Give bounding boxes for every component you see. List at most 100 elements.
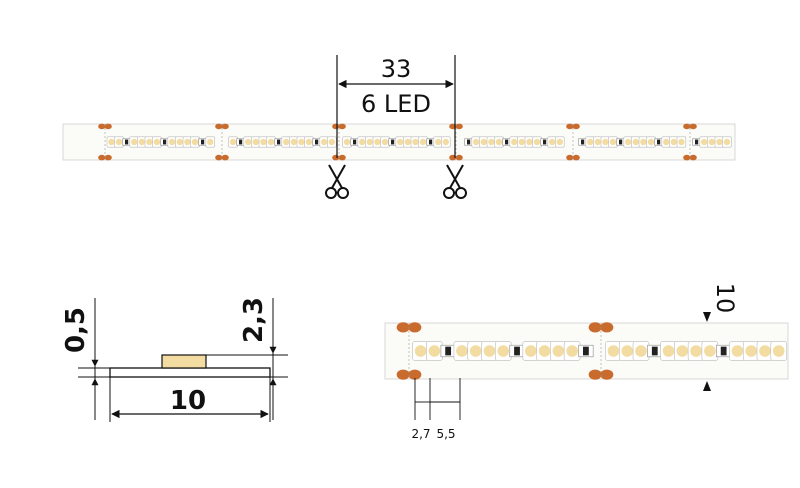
led-core	[518, 138, 525, 146]
resistor-body	[277, 139, 281, 145]
solder-pad	[600, 322, 614, 333]
led-core	[290, 138, 297, 146]
solder-pad	[572, 123, 580, 130]
led-core	[676, 345, 689, 357]
led-core	[298, 138, 305, 146]
led-core	[663, 138, 670, 146]
led-core	[414, 345, 427, 357]
led-core	[609, 138, 617, 146]
solder-pad	[683, 123, 691, 130]
solder-pad	[588, 369, 602, 380]
led-core	[538, 345, 551, 357]
solder-pad	[104, 154, 112, 161]
solder-pad	[683, 154, 691, 161]
led-core	[245, 138, 252, 146]
top-strip-led-pattern	[98, 123, 732, 161]
led-core	[381, 138, 389, 146]
led-core	[607, 345, 620, 357]
led-core	[374, 138, 381, 146]
solder-pad	[689, 154, 697, 161]
led-core	[678, 138, 685, 146]
led-core	[525, 345, 537, 357]
led-core	[153, 138, 161, 146]
detail-strip-view: 10 2,7 5,5	[384, 283, 789, 441]
resistor-body	[514, 346, 520, 356]
led-core	[108, 138, 115, 146]
solder-pad	[338, 154, 346, 161]
resistor-body	[695, 139, 699, 145]
led-core	[708, 138, 715, 146]
led-core	[428, 345, 441, 357]
solder-pad	[455, 123, 463, 130]
led-core	[473, 138, 480, 146]
led-core	[495, 138, 503, 146]
solder-pad	[455, 154, 463, 161]
led-core	[229, 138, 237, 146]
resistor-body	[657, 139, 661, 145]
solder-pad	[332, 154, 340, 161]
led-core	[526, 138, 533, 146]
led-core	[267, 138, 275, 146]
led-core	[690, 345, 702, 357]
led-core	[419, 138, 427, 146]
led-core	[397, 138, 404, 146]
led-core	[497, 345, 510, 357]
resistor-body	[619, 139, 623, 145]
led-count-label: 6 LED	[361, 90, 431, 118]
resistor-body	[445, 346, 452, 356]
led-core	[283, 138, 290, 146]
resistor-body	[391, 139, 395, 145]
solder-pad	[104, 123, 112, 130]
solder-pad	[215, 123, 223, 130]
resistor-body	[581, 139, 585, 145]
detail-strip-led-pattern	[396, 322, 788, 380]
led-core	[480, 138, 487, 146]
profile-view: 0,5 2,3 10	[61, 297, 288, 422]
solder-pad	[221, 154, 229, 161]
solder-pad	[338, 123, 346, 130]
led-core	[305, 138, 313, 146]
solder-pad	[98, 123, 106, 130]
led-core	[670, 138, 677, 146]
led-core	[442, 138, 449, 146]
led-core	[587, 138, 594, 146]
led-core	[632, 138, 639, 146]
resistor-body	[163, 139, 167, 145]
led-core	[469, 345, 482, 357]
resistor-body	[315, 139, 319, 145]
resistor-body	[467, 139, 471, 145]
resistor-body	[429, 139, 433, 145]
led-core	[772, 345, 785, 357]
led-core	[759, 345, 771, 357]
led-core	[359, 138, 366, 146]
detail-width-label: 10	[711, 283, 739, 314]
solder-pad	[215, 154, 223, 161]
resistor-body	[651, 346, 658, 356]
led-core	[625, 138, 632, 146]
resistor-body	[353, 139, 357, 145]
led-core	[115, 138, 123, 146]
led-core	[321, 138, 328, 146]
solder-pad	[600, 369, 614, 380]
led-core	[207, 138, 214, 146]
solder-pad	[221, 123, 229, 130]
led-core	[566, 345, 578, 357]
solder-pad	[566, 154, 574, 161]
led-core	[404, 138, 411, 146]
solder-pad	[588, 322, 602, 333]
profile-pcb	[109, 367, 271, 378]
solder-pad	[408, 369, 422, 380]
led-core	[640, 138, 647, 146]
led-core	[621, 345, 634, 357]
led-core	[184, 138, 191, 146]
led-core	[412, 138, 419, 146]
solder-pad	[396, 322, 410, 333]
solder-pad	[98, 154, 106, 161]
led-core	[488, 138, 495, 146]
led-core	[191, 138, 199, 146]
width-arrow-top	[703, 312, 711, 322]
led-core	[260, 138, 267, 146]
led-core	[533, 138, 541, 146]
